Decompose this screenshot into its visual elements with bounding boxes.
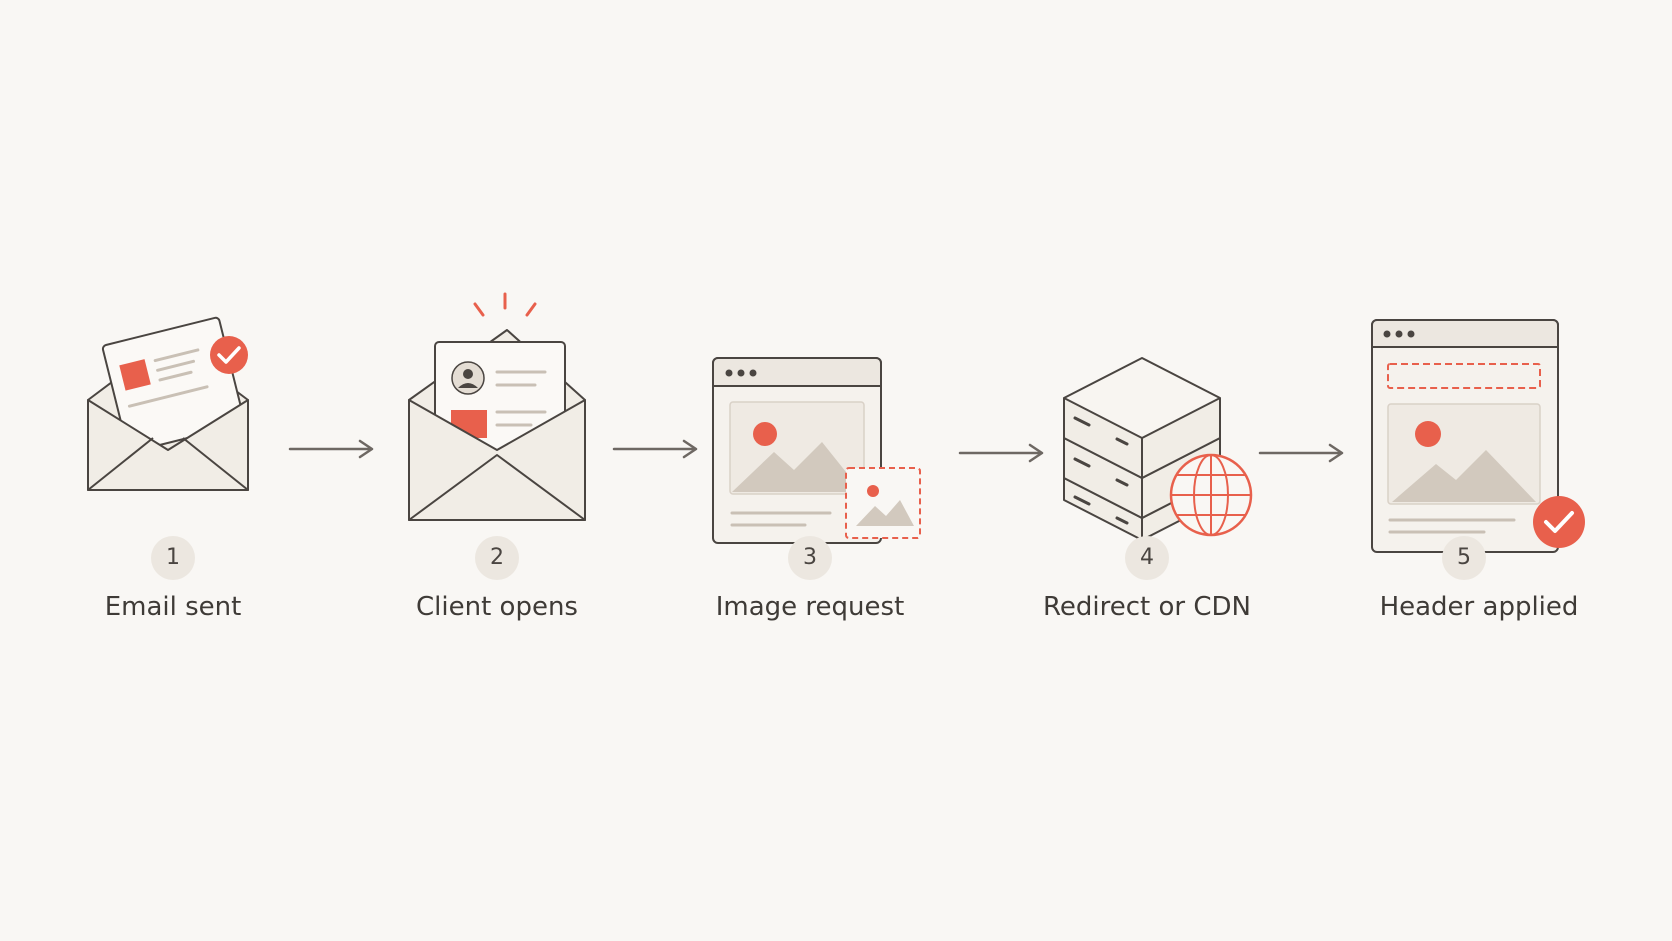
step-number-badge: 5 [1442,536,1486,580]
step-5: 5 Header applied [1324,312,1604,712]
step-label: Email sent [104,592,242,622]
step-label: Client opens [416,592,578,622]
step-number-badge: 1 [151,536,195,580]
envelope-letter-check-icon [87,316,249,491]
opened-envelope-icon [408,292,586,521]
browser-header-check-icon [1371,319,1585,553]
step-label: Redirect or CDN [1043,592,1251,622]
step-2: 2 Client opens [357,290,637,690]
arrow-right-icon [1258,443,1344,463]
arrow-right-icon [958,443,1044,463]
arrow-right-icon [612,439,698,459]
step-1: 1 Email sent [33,310,313,710]
browser-image-request-icon [712,357,921,544]
step-label: Image request [715,592,905,622]
arrow-right-icon [288,439,374,459]
step-number-badge: 4 [1125,536,1169,580]
step-number-badge: 2 [475,536,519,580]
step-number-badge: 3 [788,536,832,580]
server-globe-icon [1063,357,1253,541]
step-3: 3 Image request [670,350,950,750]
step-4: 4 Redirect or CDN [1007,350,1287,750]
step-label: Header applied [1379,592,1579,622]
